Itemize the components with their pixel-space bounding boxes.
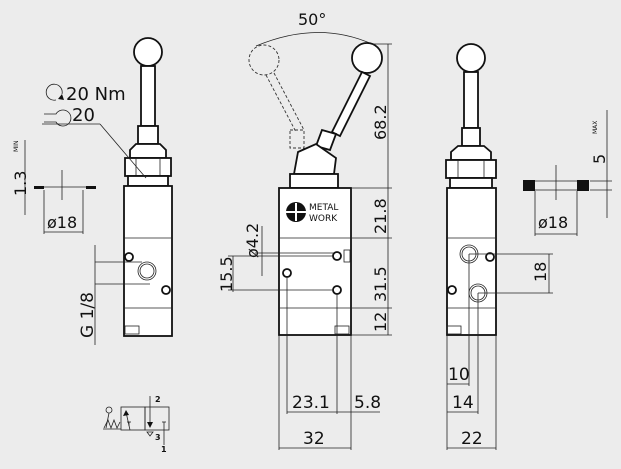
lever-height-dim: 68.2 [371, 104, 390, 140]
port-thread-dim: G 1/8 [78, 292, 98, 338]
valve-body [446, 187, 497, 336]
left-panel-thickness-dim: 1.3 [11, 171, 30, 196]
torque-icon [45, 83, 63, 101]
head-height-dim: 21.8 [371, 198, 390, 234]
left-panel-min-note: MIN [13, 141, 20, 152]
lever-angle-dim: 50° [298, 10, 326, 29]
lever-ball [351, 42, 383, 74]
body-depth-dim: 22 [461, 429, 483, 449]
left-view: 20 Nm 20 ø18 1.3 MIN G 1/8 [11, 37, 173, 345]
wrench-label: 20 [72, 105, 95, 126]
wrench-icon [44, 109, 72, 127]
torque-label: 20 Nm [66, 84, 126, 105]
lever-ball [133, 37, 163, 67]
lever-ball [456, 43, 486, 73]
brand-logo-line2: WORK [309, 214, 338, 224]
body-middle-height-dim: 31.5 [371, 266, 390, 302]
symbol-port-2: 2 [155, 395, 161, 404]
brand-logo-line1: METAL [309, 203, 338, 213]
right-view: ø18 5 MAX 18 10 14 22 [445, 43, 612, 450]
center-view: 50° METAL WORK 68.2 21.8 [217, 10, 392, 450]
port-spacing-dim: 18 [531, 262, 550, 282]
right-panel-hole-dim: ø18 [538, 213, 568, 232]
port-offset-1-dim: 10 [448, 365, 470, 385]
left-panel-hole-dim: ø18 [47, 213, 77, 232]
body-width-dim: 32 [303, 429, 325, 449]
hole-offset-dim: 15.5 [217, 256, 236, 292]
symbol-port-3: 3 [155, 433, 161, 442]
hex-nut [124, 157, 172, 177]
right-panel-max-note: MAX [592, 121, 599, 134]
mounting-hole-dim: ø4.2 [243, 223, 262, 258]
edge-offset-dim: 5.8 [354, 393, 381, 413]
hole-spacing-width-dim: 23.1 [292, 393, 330, 413]
pneumatic-symbol: 2 3 1 [103, 395, 170, 454]
right-panel-thickness-dim: 5 [590, 154, 609, 164]
port-offset-2-dim: 14 [452, 393, 474, 413]
base-height-dim: 12 [371, 312, 390, 332]
hex-nut [289, 173, 339, 189]
hex-nut [445, 159, 497, 179]
symbol-port-1: 1 [161, 445, 167, 454]
valve-body [123, 185, 173, 337]
